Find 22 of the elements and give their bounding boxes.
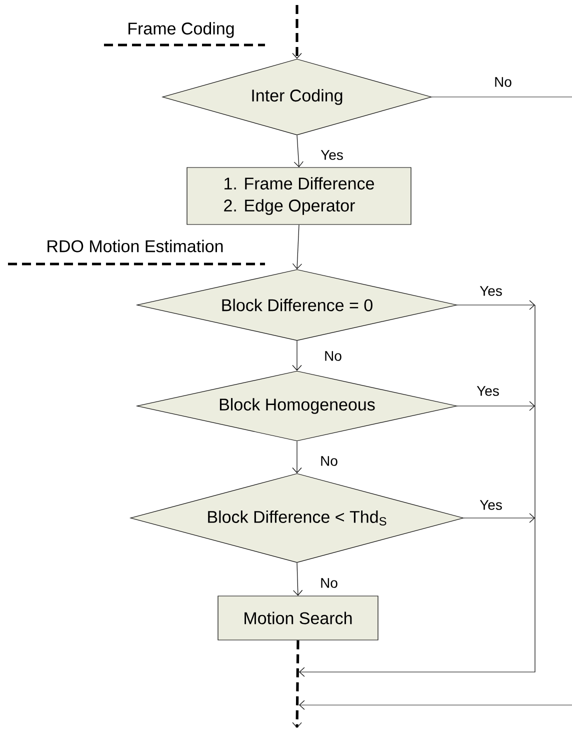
edge-label: No <box>493 76 513 88</box>
section-label: RDO Motion Estimation <box>48 240 223 252</box>
edge-label: No <box>319 455 339 467</box>
arrow <box>294 135 304 168</box>
arrow <box>292 5 302 59</box>
edge-label: Yes <box>476 385 500 397</box>
edge-label: Yes <box>320 149 344 161</box>
arrow <box>464 513 535 523</box>
arrow <box>292 640 302 728</box>
edge-label: Yes <box>478 499 504 511</box>
process-box: Motion Search <box>218 596 378 640</box>
edge-label: No <box>319 577 339 589</box>
arrow <box>292 224 302 270</box>
edge-label: Yes <box>478 285 504 297</box>
section-label: Frame Coding <box>128 22 234 38</box>
arrow <box>292 441 302 474</box>
arrow <box>292 340 302 371</box>
arrow <box>293 562 303 596</box>
arrow <box>457 401 535 411</box>
arrow <box>457 300 535 310</box>
process-box: 1. Frame Difference 2. Edge Operator <box>186 167 412 225</box>
edge-label: No <box>323 350 343 362</box>
